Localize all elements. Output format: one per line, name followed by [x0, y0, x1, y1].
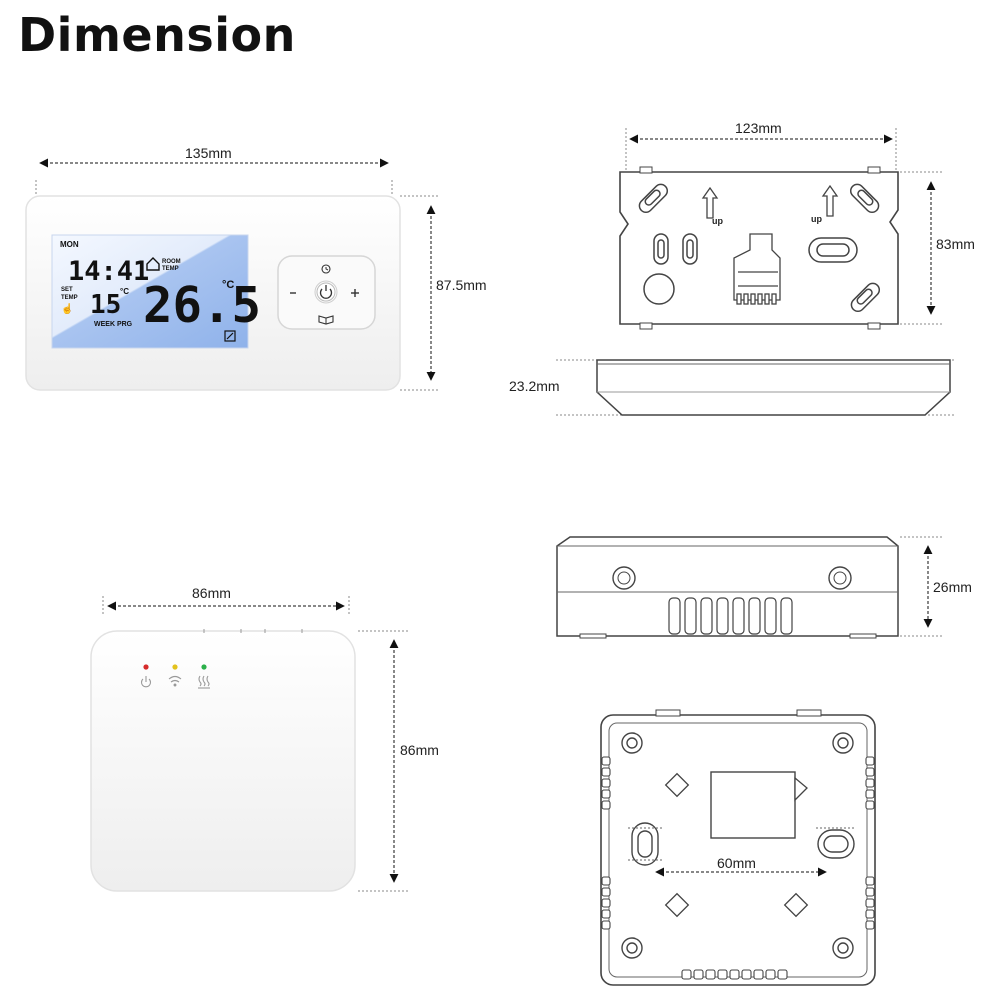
- receiver-front: 86mm 86mm: [90, 585, 439, 892]
- lcd-set-unit: °C: [120, 287, 129, 296]
- backplate-height-label: 83mm: [936, 236, 975, 252]
- thermostat-button-pad: [277, 255, 376, 330]
- thermostat-lcd: MON 14:41 SET TEMP ☝ 15 °C WEEK PRG ROOM…: [51, 234, 261, 349]
- hand-icon: ☝: [61, 302, 73, 315]
- thermostat-height-label: 87.5mm: [436, 277, 487, 293]
- lcd-room-label: ROOM: [162, 259, 181, 265]
- power-button[interactable]: [316, 282, 336, 302]
- page-title: Dimension: [18, 8, 296, 62]
- backplate-up-label-left: up: [712, 216, 723, 226]
- home-icon: [146, 257, 160, 271]
- receiver-side-view: 26mm: [556, 536, 972, 639]
- receiver-depth-label: 26mm: [933, 579, 972, 595]
- wifi-icon: [168, 675, 182, 687]
- backplate-width-label: 123mm: [735, 120, 782, 136]
- terminal-connector: [733, 233, 781, 305]
- heating-led: [201, 664, 207, 670]
- receiver-hole-spacing-label: 60mm: [717, 855, 756, 871]
- wifi-led: [172, 664, 178, 670]
- lcd-time: 14:41: [68, 256, 149, 287]
- receiver-width-label: 86mm: [192, 585, 231, 601]
- thermostat-width-label: 135mm: [185, 145, 232, 161]
- receiver-back-view: 60mm: [600, 709, 876, 986]
- thermostat-side-profile: [556, 359, 955, 416]
- receiver-body: [90, 630, 356, 892]
- power-led: [143, 664, 149, 670]
- lcd-room-unit: °C: [222, 279, 234, 291]
- thermostat-front: 135mm MON 14:41 SET TEMP ☝ 15 °C WEEK PR…: [25, 145, 487, 391]
- plus-button[interactable]: [351, 289, 359, 297]
- lcd-set-temp-label: TEMP: [61, 295, 78, 301]
- lcd-room-temp: 26.5: [143, 277, 261, 334]
- lcd-day: MON: [60, 240, 79, 249]
- lcd-room-temp-label: TEMP: [162, 266, 179, 272]
- lcd-set-temp: 15: [90, 290, 121, 320]
- power-icon: [140, 676, 152, 688]
- heating-icon: [198, 675, 210, 689]
- backplate-diagram: 123mm up up: [509, 120, 975, 416]
- lcd-program: WEEK PRG: [94, 321, 133, 328]
- book-button[interactable]: [318, 315, 334, 325]
- receiver-height-label: 86mm: [400, 742, 439, 758]
- thermostat-depth-label: 23.2mm: [509, 378, 560, 394]
- clock-button[interactable]: [321, 264, 331, 274]
- backplate-up-label-right: up: [811, 214, 822, 224]
- signal-icon: [224, 330, 236, 342]
- lcd-set-label: SET: [61, 287, 73, 293]
